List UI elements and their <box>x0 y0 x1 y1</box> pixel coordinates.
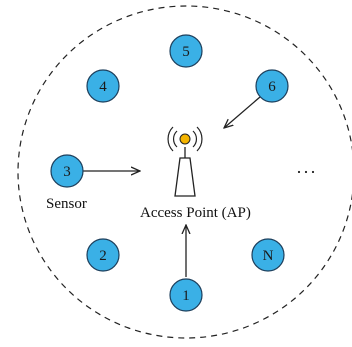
sensor-node-1-label: 1 <box>182 288 190 304</box>
sensor-node-n-label: N <box>263 248 274 264</box>
coverage-boundary <box>17 5 352 339</box>
sensor-node-4: 4 <box>86 69 120 103</box>
arrow-6-to-ap <box>224 96 261 128</box>
sensor-node-6-label: 6 <box>268 79 276 95</box>
access-point-icon <box>167 126 203 197</box>
antenna-signal-dot <box>179 133 191 145</box>
sensor-node-2: 2 <box>86 238 120 272</box>
access-point-caption: Access Point (AP) <box>140 205 251 221</box>
sensor-node-2-label: 2 <box>99 248 107 264</box>
sensor-node-1: 1 <box>169 278 203 312</box>
sensor-caption: Sensor <box>46 196 87 212</box>
sensor-node-3-label: 3 <box>63 164 71 180</box>
sensor-node-5: 5 <box>169 34 203 68</box>
sensor-node-6: 6 <box>255 69 289 103</box>
more-nodes-indicator: ··· <box>296 162 317 182</box>
sensor-node-n: N <box>251 238 285 272</box>
sensor-node-4-label: 4 <box>99 79 107 95</box>
sensor-node-3: 3 <box>50 154 84 188</box>
sensor-node-5-label: 5 <box>182 44 190 60</box>
